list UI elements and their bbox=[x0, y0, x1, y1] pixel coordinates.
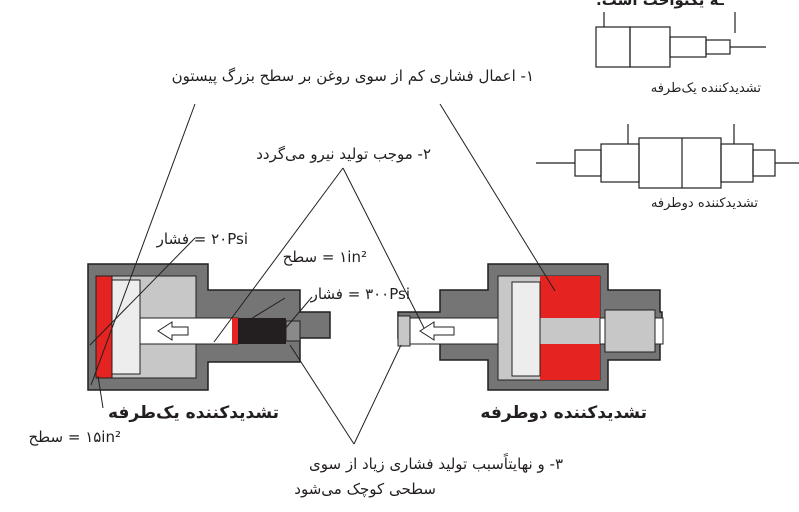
large-area-caption: = سطح bbox=[28, 428, 81, 446]
large-area-label: ۱۵in² = سطح bbox=[29, 428, 122, 446]
step-2-text: ۲- موجب تولید نیرو می‌گردد bbox=[256, 145, 431, 163]
low-pressure-caption: = فشار bbox=[156, 230, 207, 248]
small-area-label: ۱in² = سطح bbox=[283, 248, 367, 266]
top-partial-text: ـه یکنواخت است. bbox=[596, 0, 724, 9]
double-acting-caption: تشدیدکننده دوطرفه bbox=[480, 403, 647, 423]
step-3-text-line1: ۳- و نهایتاًسبب تولید فشاری زیاد از سوی bbox=[309, 455, 563, 473]
low-pressure-label: ۲۰Psi = فشار bbox=[157, 230, 248, 248]
step-1-text: ۱- اعمال فشاری کم از سوی روغن بر سطح بزر… bbox=[171, 67, 534, 85]
large-area-value: ۱۵in² bbox=[85, 428, 121, 446]
high-pressure-value: ۳۰۰Psi bbox=[365, 285, 410, 303]
single-acting-intensifier bbox=[87, 263, 331, 391]
high-pressure-caption: = فشار bbox=[310, 285, 361, 303]
step-3-text-line2: سطحی کوچک می‌شود bbox=[294, 480, 436, 498]
single-symbol-caption: تشدیدکننده یک‌طرفه bbox=[650, 81, 761, 96]
low-pressure-value: ۲۰Psi bbox=[211, 230, 248, 248]
small-area-value: ۱in² bbox=[339, 248, 367, 266]
single-acting-caption: تشدیدکننده یک‌طرفه bbox=[107, 403, 279, 423]
high-pressure-label: ۳۰۰Psi = فشار bbox=[311, 285, 410, 303]
double-acting-symbol bbox=[536, 124, 799, 189]
leader-lines bbox=[89, 103, 556, 445]
double-symbol-caption: تشدیدکننده دوطرفه bbox=[650, 196, 758, 211]
small-area-caption: = سطح bbox=[282, 248, 335, 266]
double-acting-intensifier bbox=[397, 263, 664, 391]
single-acting-symbol bbox=[595, 12, 766, 68]
